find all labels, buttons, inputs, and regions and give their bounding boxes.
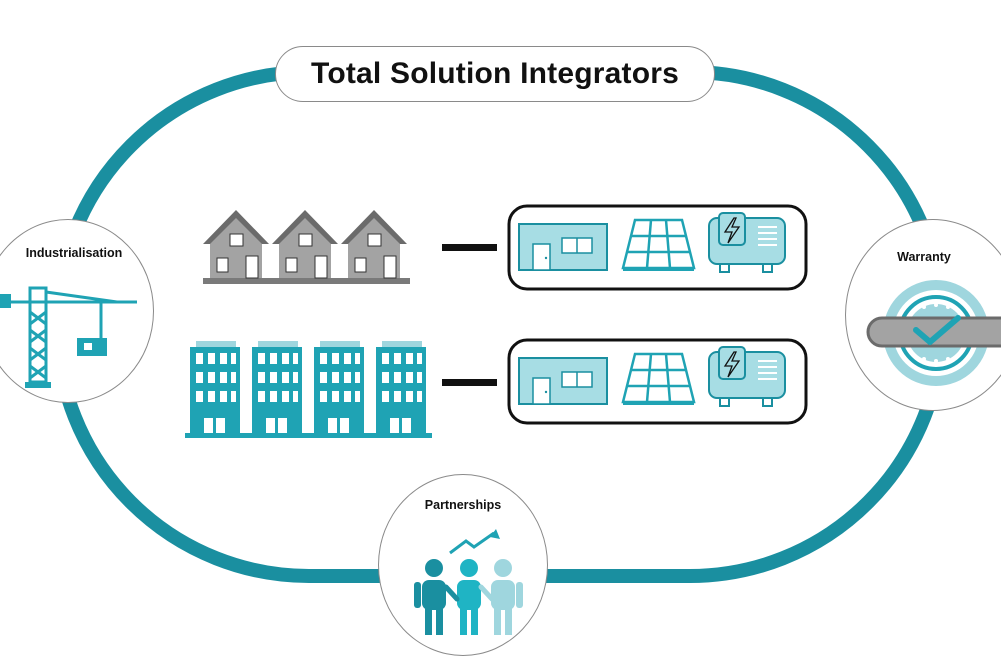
partnerships-node: Partnerships: [378, 474, 548, 656]
industrialisation-label: Industrialisation: [25, 246, 123, 260]
heat-pump-icon: [708, 346, 786, 407]
crane-icon: [0, 286, 137, 388]
solar-panel-icon: [621, 218, 696, 271]
module-icon: [518, 223, 608, 271]
partnerships-label: Partnerships: [424, 498, 502, 512]
warranty-node: Warranty: [845, 219, 1001, 411]
person-mid: [443, 559, 495, 635]
title-pill: Total Solution Integrators: [275, 46, 715, 102]
module-icon: [518, 357, 608, 405]
warranty-label: Warranty: [897, 250, 951, 264]
industrialisation-node: Industrialisation: [0, 219, 154, 403]
person-light: [491, 559, 523, 635]
person-dark: [414, 559, 446, 635]
solar-panel-icon: [621, 352, 696, 405]
link-dash-2: [442, 379, 497, 386]
heat-pump-icon: [708, 212, 786, 273]
link-dash-1: [442, 244, 497, 251]
apartment-blocks-icon: [185, 341, 432, 438]
houses-icon: [203, 209, 410, 284]
warranty-seal-icon: [866, 280, 1001, 386]
people-growth-icon: [414, 529, 523, 635]
diagram-title: Total Solution Integrators: [311, 57, 679, 90]
